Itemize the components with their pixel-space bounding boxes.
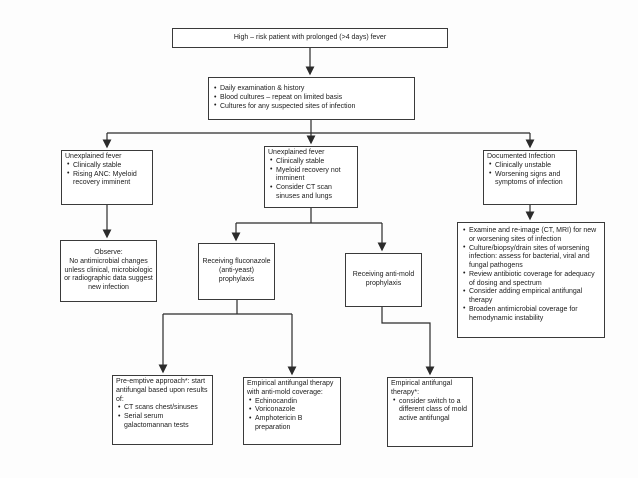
list-item: consider switch to a different class of … [391,397,469,424]
list-item: Broaden antimicrobial coverage for hemod… [461,305,601,324]
unexplained-stable-list: Clinically stable Rising ANC: Myeloid re… [65,161,149,189]
node-daily-evaluation: Daily examination & history Blood cultur… [208,77,415,120]
node-documented-infection-actions: Examine and re-image (CT, MRI) for new o… [457,222,605,338]
node-high-risk-fever: High – risk patient with prolonged (>4 d… [172,28,448,48]
daily-evaluation-list: Daily examination & history Blood cultur… [212,85,411,111]
node-title: Documented Infection [487,153,556,160]
documented-infection-list: Clinically unstable Worsening signs and … [487,161,573,189]
node-antimold-prophylaxis: Receiving anti-mold prophylaxis [345,253,422,307]
list-item: Rising ANC: Myeloid recovery imminent [65,170,149,189]
empirical-antimold-list: Echinocandin Voriconazole Amphotericin B… [247,397,337,433]
node-fluconazole-prophylaxis: Receiving fluconazole (anti-yeast) proph… [198,243,275,300]
node-high-risk-fever-text: High – risk patient with prolonged (>4 d… [233,33,387,41]
list-item: Myeloid recovery not imminent [268,166,354,185]
node-unexplained-fever-not-imminent: Unexplained fever Clinically stable Myel… [264,146,358,208]
node-empirical-switch-therapy: Empirical antifungal therapy*: consider … [387,377,473,447]
node-preemptive-approach: Pre-emptive approach*: start antifungal … [112,375,213,445]
node-text: Receiving fluconazole (anti-yeast) proph… [202,258,271,283]
list-item: Voriconazole [247,406,337,415]
empirical-switch-list: consider switch to a different class of … [391,397,469,424]
list-item: Blood cultures – repeat on limited basis [212,94,411,103]
node-title: Observe: [94,249,123,257]
list-item: Clinically unstable [487,161,573,171]
preemptive-list: CT scans chest/sinuses Serial serum gala… [116,404,209,430]
list-item: Culture/biopsy/drain sites of worsening … [461,244,601,271]
node-observe: Observe: No antimicrobial changes unless… [60,240,157,302]
list-item: CT scans chest/sinuses [116,404,209,413]
list-item: Consider CT scan sinuses and lungs [268,184,354,202]
node-title: Unexplained fever [65,153,122,160]
list-item: Serial serum galactomannan tests [116,413,209,431]
node-title: Pre-emptive approach*: start antifungal … [116,378,208,403]
node-unexplained-fever-stable: Unexplained fever Clinically stable Risi… [61,150,153,205]
node-documented-infection: Documented Infection Clinically unstable… [483,150,577,205]
list-item: Worsening signs and symptoms of infectio… [487,170,573,189]
list-item: Examine and re-image (CT, MRI) for new o… [461,227,601,245]
list-item: Clinically stable [268,157,354,167]
list-item: Echinocandin [247,397,337,407]
list-item: Cultures for any suspected sites of infe… [212,102,411,112]
list-item: Amphotericin B preparation [247,415,337,433]
list-item: Clinically stable [65,161,149,171]
list-item: Consider adding empirical antifungal the… [461,288,601,306]
list-item: Daily examination & history [212,85,411,94]
node-empirical-antimold-therapy: Empirical antifungal therapy with anti-m… [243,377,341,445]
documented-actions-list: Examine and re-image (CT, MRI) for new o… [461,227,601,323]
list-item: Review antibiotic coverage for adequacy … [461,270,601,289]
node-text: Receiving anti-mold prophylaxis [352,271,415,287]
node-title: Empirical antifungal therapy with anti-m… [247,380,334,396]
node-body: No antimicrobial changes unless clinical… [64,257,153,292]
node-title: Empirical antifungal therapy*: [391,380,453,396]
node-title: Unexplained fever [268,149,325,156]
unexplained-not-imminent-list: Clinically stable Myeloid recovery not i… [268,157,354,202]
